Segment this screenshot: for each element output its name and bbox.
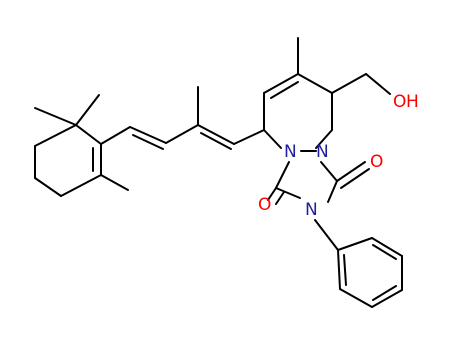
triazolidinedione-ring bbox=[267, 161, 370, 251]
polyene-chain bbox=[100, 86, 265, 150]
atom-label-hydroxyl-oxygen: O bbox=[393, 92, 406, 112]
phenyl-ring bbox=[337, 237, 403, 308]
atom-label-ring-nitrogen-right: N bbox=[316, 142, 329, 162]
atom-label-hydroxyl-hydrogen: H bbox=[406, 92, 419, 112]
atom-labels: O H N N O O N bbox=[258, 92, 419, 220]
cyclohexene-ring bbox=[34, 94, 129, 197]
dihydropyridazine-ring bbox=[263, 37, 391, 152]
atom-label-imide-nitrogen: N bbox=[305, 200, 318, 220]
atom-label-carbonyl-oxygen-upper: O bbox=[370, 152, 383, 172]
atom-label-carbonyl-oxygen-lower: O bbox=[258, 195, 271, 215]
atom-label-ring-nitrogen-left: N bbox=[284, 142, 297, 162]
